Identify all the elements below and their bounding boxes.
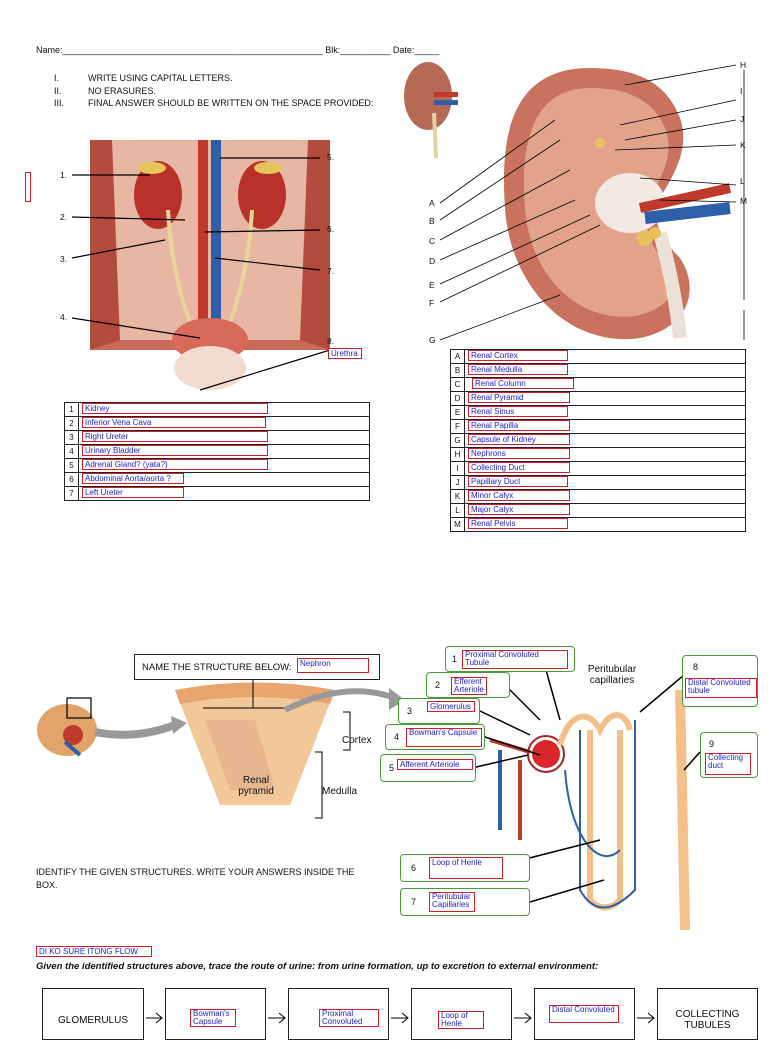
nephron-name-answer[interactable]: Nephron xyxy=(297,658,369,673)
answer-field[interactable]: Inferior Vena Cava xyxy=(82,417,266,428)
nephron-box-5: 5 Afferent Arteriole xyxy=(380,754,476,782)
flow-arrows xyxy=(146,1012,655,1024)
kidney-cross-section-illustration xyxy=(404,62,732,340)
answer-field[interactable]: Loop of Henle xyxy=(429,857,503,879)
nephron-illustration xyxy=(489,690,690,930)
answer-field[interactable]: Distal Convoluted xyxy=(549,1005,619,1023)
answer-field[interactable]: Renal Sinus xyxy=(468,406,568,417)
urinary-system-illustration xyxy=(90,140,330,390)
answer-field[interactable]: Renal Papilla xyxy=(468,420,570,431)
flow-prompt: Given the identified structures above, t… xyxy=(36,961,599,972)
answer-field[interactable]: Papillary Duct xyxy=(468,476,568,487)
instruction-2: II.NO ERASURES. xyxy=(54,85,157,96)
kidney-letter-C: C xyxy=(429,236,436,246)
instruction-1: I.WRITE USING CAPITAL LETTERS. xyxy=(54,73,233,83)
answer-field[interactable]: Urinary Bladder xyxy=(82,445,268,456)
answer-field[interactable]: Efferent Arteriole xyxy=(451,677,487,695)
urinary-label-8-answer[interactable]: Urethra xyxy=(328,348,362,359)
answer-field[interactable]: Major Calyx xyxy=(468,504,570,515)
kidney-letter-D: D xyxy=(429,256,436,266)
kidney-letter-K: K xyxy=(740,140,746,150)
answer-field[interactable]: Nephrons xyxy=(468,448,570,459)
answer-field[interactable]: Distal Convoluted tubule xyxy=(685,678,757,698)
answer-field[interactable]: Peritubular Capillaries xyxy=(429,892,475,912)
answer-field[interactable]: Renal Cortex xyxy=(468,350,568,361)
urinary-label-7: 7. xyxy=(327,266,335,276)
kidney-letter-L: L xyxy=(740,176,745,186)
answer-field[interactable]: Collecting duct xyxy=(705,753,751,775)
answer-field[interactable]: Abdominal Aorta/aorta ? xyxy=(82,473,184,484)
answer-field[interactable]: Glomerulus xyxy=(427,701,475,712)
kidney-letter-F: F xyxy=(429,298,435,308)
urinary-label-8: 8. xyxy=(327,336,335,346)
answer-field[interactable]: Renal Medulla xyxy=(468,364,568,375)
nephron-box-8: 8 Distal Convoluted tubule xyxy=(682,655,758,707)
answer-field[interactable]: Renal Pyramid xyxy=(468,392,570,403)
kidney-letter-G: G xyxy=(429,335,436,345)
nephron-box-7: 7 Peritubular Capillaries xyxy=(400,888,530,916)
answer-field[interactable]: Kidney xyxy=(82,403,268,414)
nephron-box-9: 9 Collecting duct xyxy=(700,732,758,778)
nephron-box-6: 6 Loop of Henle xyxy=(400,854,530,882)
name-structure-prompt: NAME THE STRUCTURE BELOW: xyxy=(142,662,292,673)
nephron-box-1: 1 Proximal Convoluted Tubule xyxy=(445,646,575,672)
answer-field[interactable]: Renal Column xyxy=(472,378,574,389)
answer-field[interactable]: Collecting Duct xyxy=(468,462,570,473)
kidney-letter-H: H xyxy=(740,60,747,70)
answer-field[interactable]: Renal Pelvis xyxy=(468,518,568,529)
nephron-box-3: 3 Glomerulus xyxy=(398,698,480,724)
urinary-label-3: 3. xyxy=(60,254,68,264)
answer-field[interactable]: Proximal Convoluted Tubule xyxy=(462,650,568,669)
kidney-letter-B: B xyxy=(429,216,435,226)
medulla-label: Medulla xyxy=(322,786,358,797)
flow-note[interactable]: DI KO SURE ITONG FLOW xyxy=(36,946,152,957)
nephron-box-4: 4 Bowman's Capsule xyxy=(385,724,485,750)
urinary-label-5: 5. xyxy=(327,152,335,162)
renal-pyramid-illustration xyxy=(37,680,405,819)
kidney-letter-I: I xyxy=(740,86,743,96)
instruction-3: III.FINAL ANSWER SHOULD BE WRITTEN ON TH… xyxy=(54,98,374,108)
urinary-label-2: 2. xyxy=(60,212,68,222)
answer-field[interactable]: Afferent Arteriole xyxy=(397,759,473,770)
margin-mark xyxy=(25,172,31,202)
answer-field[interactable]: Left Ureter xyxy=(82,487,184,498)
kidney-leader-lines xyxy=(439,64,745,341)
answer-field[interactable]: Minor Calyx xyxy=(468,490,570,501)
name-blk-date-line: Name:___________________________________… xyxy=(36,45,440,55)
answer-field[interactable]: Capsule of Kidney xyxy=(468,434,570,445)
nephron-box-2: 2 Efferent Arteriole xyxy=(426,672,510,698)
kidney-letter-J: J xyxy=(740,114,745,124)
instructions: I.WRITE USING CAPITAL LETTERS. II.NO ERA… xyxy=(36,72,373,110)
identify-instructions: IDENTIFY THE GIVEN STRUCTURES. WRITE YOU… xyxy=(36,867,355,890)
urinary-label-1: 1. xyxy=(60,170,68,180)
peritubular-capillaries-label: Peritubular capillaries xyxy=(587,664,637,686)
answer-field[interactable]: Right Ureter xyxy=(82,431,268,442)
kidney-letter-E: E xyxy=(429,280,435,290)
urinary-leader-lines xyxy=(71,157,331,391)
answer-field[interactable]: Adrenal Gland? (yata?) xyxy=(82,459,268,470)
answer-field[interactable]: Bowman's Capsule xyxy=(406,728,482,747)
urinary-label-6: 6. xyxy=(327,224,335,234)
urinary-label-4: 4. xyxy=(60,312,68,322)
renal-pyramid-label: Renal pyramid xyxy=(238,775,274,797)
name-structure-box: NAME THE STRUCTURE BELOW: Nephron xyxy=(134,654,380,680)
kidney-letter-A: A xyxy=(429,198,435,208)
kidney-letter-M: M xyxy=(740,196,748,206)
cortex-label: Cortex xyxy=(342,735,372,746)
